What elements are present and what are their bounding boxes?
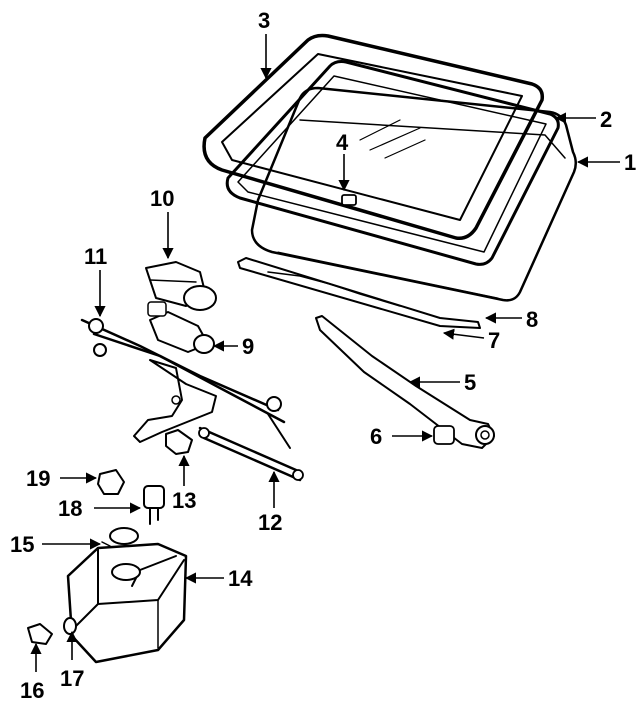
reservoir-grommet [63,617,77,635]
outer-weatherstrip [225,60,560,266]
washer-pump [143,485,165,525]
arm-cap [433,425,455,445]
callout-7: 7 [488,328,500,353]
callout-9: 9 [242,334,254,359]
nozzle-grommet [97,469,125,495]
callout-11: 11 [84,244,107,269]
wiper-blade [237,251,499,329]
callout-16: 16 [20,678,44,703]
callout-3: 3 [258,8,270,33]
glass-clip [341,194,357,206]
callout-4: 4 [336,130,349,155]
callout-8: 8 [526,307,538,332]
drive-rod [198,426,304,482]
wiper-arm [315,315,495,449]
callout-1: 1 [624,150,636,175]
leader-7 [442,328,485,340]
callout-14: 14 [228,566,253,591]
callout-13: 13 [172,488,196,513]
pump-seal [101,527,139,547]
callout-5: 5 [464,370,476,395]
callout-19: 19 [26,466,50,491]
callout-17: 17 [60,666,84,691]
rear-glass [250,86,577,302]
inner-seal-ring [202,33,545,241]
mount-bracket [165,429,193,455]
wiper-motor [145,261,217,311]
callout-10: 10 [150,186,174,211]
washer-reservoir [66,542,188,664]
callout-15: 15 [10,532,34,557]
callout-18: 18 [58,496,82,521]
leader-lines [30,34,620,672]
callout-labels: 1 2 3 4 5 6 7 8 9 10 11 12 13 14 15 16 1… [10,8,636,703]
wiper-linkage [80,318,291,449]
hose-fitting [27,623,53,645]
callout-6: 6 [370,424,382,449]
callout-2: 2 [600,107,612,132]
callout-12: 12 [258,510,282,535]
